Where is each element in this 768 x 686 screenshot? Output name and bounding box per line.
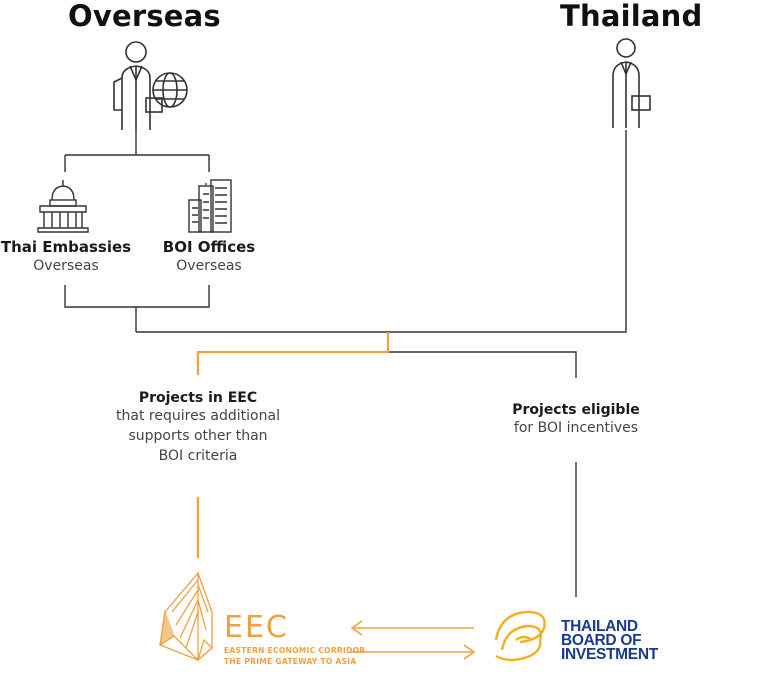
heading-thailand: Thailand (560, 0, 703, 33)
overseas-connectors (64, 130, 627, 597)
boi-logo-icon (494, 610, 546, 662)
node-boi-projects: Projects eligible for BOI incentives (486, 402, 666, 438)
thailand-person-icon (612, 38, 651, 128)
overseas-person-icon (113, 41, 188, 130)
boi-projects-line-1: for BOI incentives (513, 420, 639, 436)
eec-logo-line-1: EASTERN ECONOMIC CORRIDOR (224, 646, 366, 655)
eec-logo-line-2: THE PRIME GATEWAY TO ASIA (224, 657, 357, 666)
eec-logo: EEC EASTERN ECONOMIC CORRIDOR THE PRIME … (224, 610, 365, 667)
boi-projects-title: Projects eligible (512, 402, 640, 418)
boi-offices-title: BOI Offices (162, 238, 256, 256)
exchange-arrows (350, 620, 476, 660)
eec-logo-icon (159, 571, 213, 662)
eec-projects-line-2: supports other than (128, 428, 268, 444)
eec-connector (196, 332, 390, 558)
embassies-title: Thai Embassies (0, 238, 132, 256)
boi-logo-line-2: BOARD OF (561, 632, 642, 649)
eec-projects-title: Projects in EEC (138, 390, 258, 406)
boi-offices-subtitle: Overseas (176, 258, 242, 274)
eec-logo-name: EEC (224, 610, 289, 645)
boi-logo-line-1: THAILAND (561, 618, 638, 635)
boi-logo-line-3: INVESTMENT (561, 646, 658, 663)
node-boi-offices: BOI Offices Overseas (152, 238, 266, 276)
embassy-building-icon (37, 180, 89, 233)
eec-projects-line-1: that requires additional (116, 408, 280, 424)
boi-logo: THAILAND BOARD OF INVESTMENT (561, 618, 658, 663)
node-eec-projects: Projects in EEC that requires additional… (98, 390, 298, 466)
embassies-subtitle: Overseas (33, 258, 99, 274)
node-thai-embassies: Thai Embassies Overseas (0, 238, 134, 276)
office-buildings-icon (188, 179, 232, 233)
heading-overseas: Overseas (68, 0, 221, 33)
eec-projects-line-3: BOI criteria (158, 448, 238, 464)
